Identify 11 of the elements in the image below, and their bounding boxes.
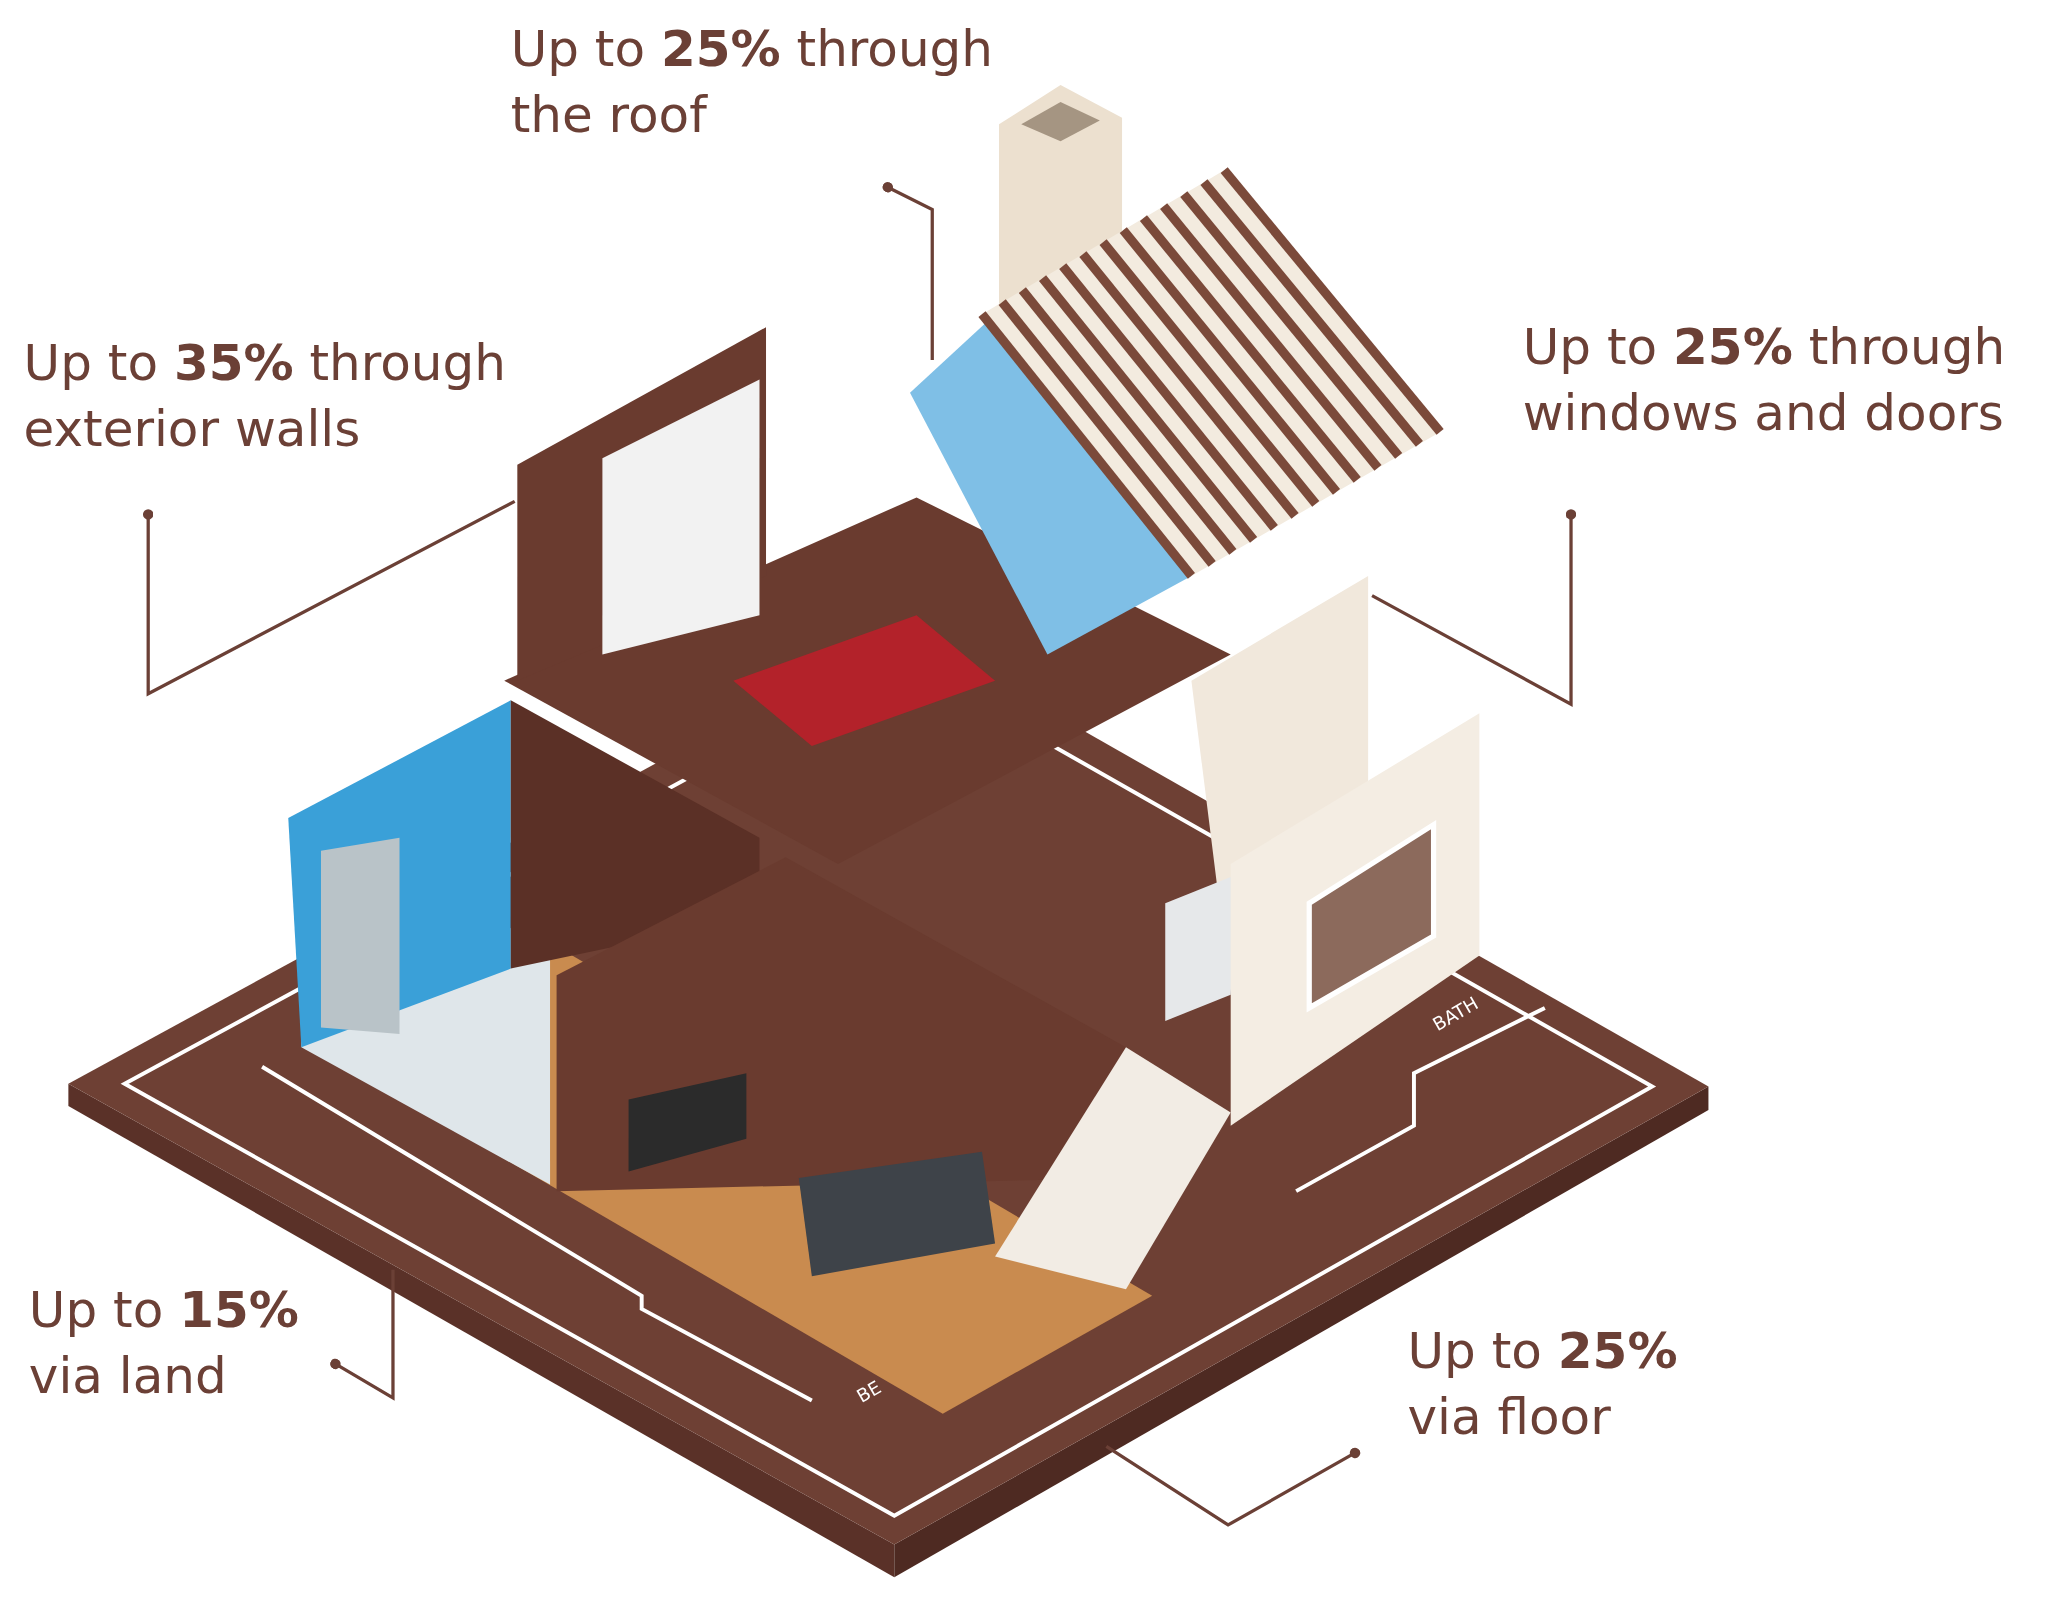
leader-line: [882, 181, 934, 360]
leader-line: [1371, 509, 1577, 707]
room-label: BE: [853, 1376, 885, 1407]
callout-text: Up to 25% through windows and doors: [1522, 314, 2047, 447]
leader-line: [142, 499, 516, 697]
leader-line: [1105, 1445, 1361, 1527]
leader-line: [330, 1269, 395, 1401]
callout-text: Up to 35% through exterior walls: [23, 329, 574, 462]
callout-text: Up to 25% through the roof: [510, 15, 1061, 148]
callout-text: Up to 25% via floor: [1407, 1318, 1748, 1451]
callout-text: Up to 15% via land: [28, 1276, 370, 1409]
